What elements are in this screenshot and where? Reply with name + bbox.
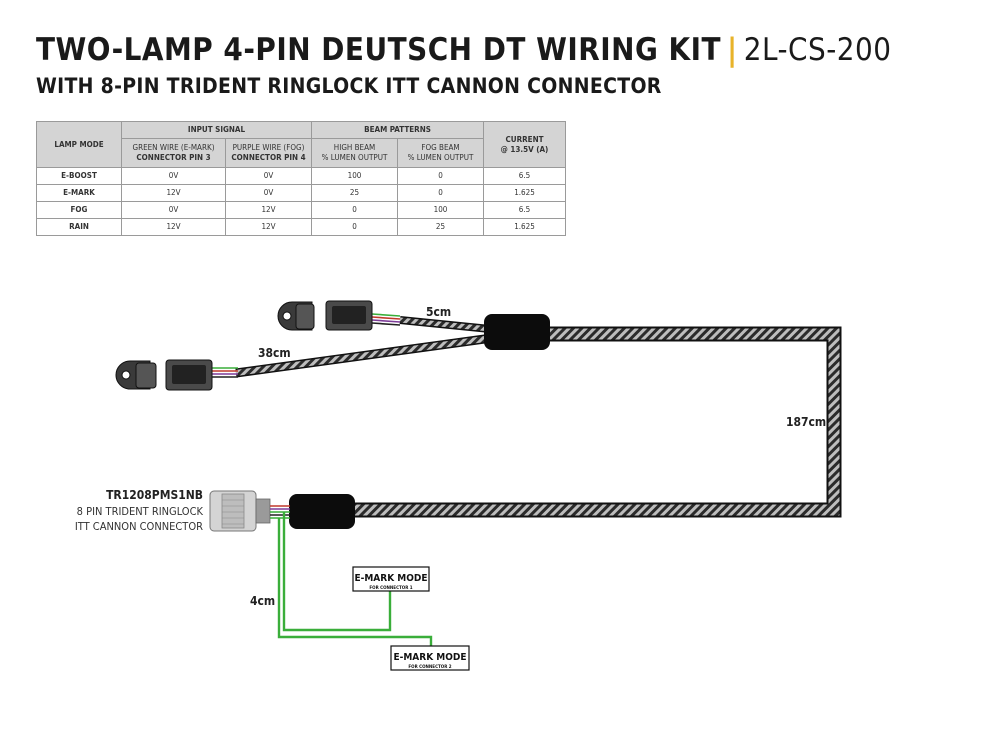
length-label-long: 38cm — [258, 346, 291, 360]
emark-2-title: E-MARK MODE — [393, 652, 466, 663]
main-harness-cable — [320, 326, 842, 518]
emark-1-sub: FOR CONNECTOR 1 — [369, 585, 412, 591]
cell-mode: RAIN — [36, 218, 122, 236]
main-harness-braid — [320, 328, 840, 516]
emark-label-connector-1: E-MARK MODE FOR CONNECTOR 1 — [352, 566, 430, 592]
page-subtitle: WITH 8-PIN TRIDENT RINGLOCK ITT CANNON C… — [36, 74, 662, 98]
page-title: TWO-LAMP 4-PIN DEUTSCH DT WIRING KIT|2L-… — [36, 30, 892, 70]
trident-pigtail-wires — [270, 505, 290, 519]
col-high-beam: HIGH BEAM% LUMEN OUTPUT — [311, 138, 398, 168]
col-current: CURRENT@ 13.5V (A) — [483, 121, 566, 168]
emark-wire-1 — [282, 512, 392, 632]
col-current-unit: @ 13.5V (A) — [500, 144, 549, 154]
col-fog-beam: FOG BEAM% LUMEN OUTPUT — [397, 138, 484, 168]
fog-beam-unit: % LUMEN OUTPUT — [407, 153, 474, 162]
trident-8pin-connector — [209, 490, 271, 532]
green-wire-pin: CONNECTOR PIN 3 — [136, 153, 211, 162]
title-separator: | — [727, 32, 738, 68]
pigtail-wires-bottom — [212, 367, 238, 378]
cell-current: 1.625 — [483, 218, 566, 236]
connector-part-number: TR1208PMS1NB — [106, 488, 203, 502]
table-row: E-MARK 12V 0V 25 0 1.625 — [36, 184, 566, 202]
cell-green: 12V — [121, 218, 226, 236]
lamp-mode-table: LAMP MODE INPUT SIGNAL BEAM PATTERNS CUR… — [36, 121, 566, 236]
emark-1-title: E-MARK MODE — [354, 573, 427, 584]
title-text: TWO-LAMP 4-PIN DEUTSCH DT WIRING KIT — [36, 32, 722, 68]
fog-beam-label: FOG BEAM — [421, 143, 460, 152]
purple-wire-label: PURPLE WIRE (FOG) — [232, 143, 305, 152]
length-label-short: 5cm — [426, 305, 451, 319]
length-label-main: 187cm — [786, 415, 826, 429]
deutsch-connector-bottom — [115, 359, 213, 391]
junction-boot-top — [484, 314, 550, 350]
connector-desc-line-1: 8 PIN TRIDENT RINGLOCK — [77, 505, 204, 518]
pigtail-wires-top — [371, 313, 401, 326]
cell-purple: 12V — [225, 218, 312, 236]
part-code: 2L-CS-200 — [743, 32, 892, 68]
purple-wire-pin: CONNECTOR PIN 4 — [231, 153, 306, 162]
branch-braid-long — [235, 335, 493, 376]
deutsch-connector-top — [277, 300, 373, 331]
emark-2-sub: FOR CONNECTOR 2 — [408, 664, 451, 670]
green-wire-label: GREEN WIRE (E-MARK) — [132, 143, 215, 152]
branch-braid-short — [399, 317, 491, 332]
col-lamp-mode: LAMP MODE — [36, 121, 122, 168]
junction-boot-bottom — [289, 494, 355, 529]
high-beam-label: HIGH BEAM — [333, 143, 376, 152]
table-row: RAIN 12V 12V 0 25 1.625 — [36, 218, 566, 236]
connector-desc-line-2: ITT CANNON CONNECTOR — [75, 520, 203, 533]
emark-label-connector-2: E-MARK MODE FOR CONNECTOR 2 — [390, 645, 470, 671]
length-label-emark: 4cm — [250, 594, 275, 608]
emark-wire-2 — [277, 518, 433, 646]
high-beam-unit: % LUMEN OUTPUT — [321, 153, 388, 162]
table-row: FOG 0V 12V 0 100 6.5 — [36, 201, 566, 219]
col-current-label: CURRENT — [505, 134, 544, 144]
col-input-signal: INPUT SIGNAL — [121, 121, 312, 139]
